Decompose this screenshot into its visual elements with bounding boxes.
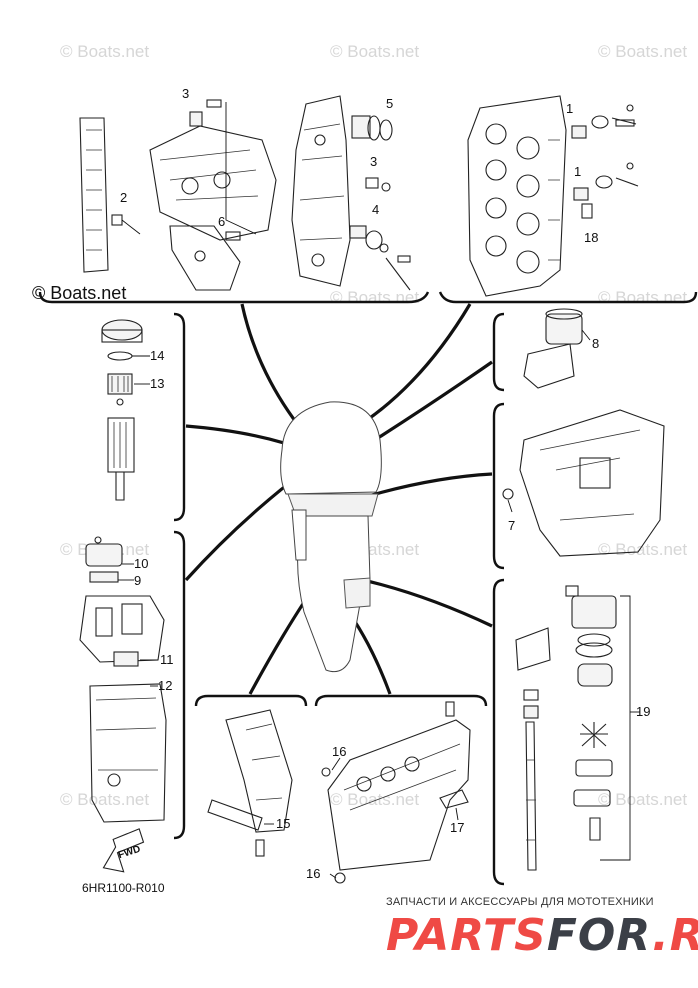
callout-11: 11 (160, 652, 174, 667)
shop-banner: ЗАПЧАСТИ И АКСЕССУАРЫ ДЛЯ МОТОТЕХНИКИ PA… (386, 896, 698, 961)
watermark: © Boats.net (60, 42, 149, 61)
callout-3: 3 (370, 154, 377, 169)
callout-1: 1 (566, 101, 573, 116)
callout-1: 1 (574, 164, 581, 179)
water-pump-group (515, 585, 640, 871)
callout-5: 5 (386, 96, 393, 111)
callout-10: 10 (134, 556, 148, 571)
callout-12: 12 (158, 678, 172, 693)
callout-9: 9 (134, 573, 141, 588)
callout-14: 14 (150, 348, 164, 363)
callout-13: 13 (150, 376, 164, 391)
filter-frame (173, 312, 186, 522)
callout-18: 18 (584, 230, 598, 245)
vapor-separator-group (79, 536, 167, 823)
cylinder-block-group (467, 95, 639, 297)
top-left-frame (38, 291, 430, 304)
callout-layer: 1 1 2 3 3 4 5 6 7 8 9 10 11 12 13 14 15 … (120, 86, 650, 881)
callout-2: 2 (120, 190, 127, 205)
callout-16: 16 (332, 744, 346, 759)
vst-frame (173, 530, 186, 840)
watermark-dark: © Boats.net (32, 283, 126, 303)
oilfilter-frame (492, 312, 505, 392)
watermark: © Boats.net (330, 790, 419, 809)
callout-3: 3 (182, 86, 189, 101)
diagram-code: 6HR1100-R010 (82, 881, 165, 895)
callout-4: 4 (372, 202, 379, 217)
watermark: © Boats.net (330, 288, 419, 307)
callout-8: 8 (592, 336, 599, 351)
watermark: © Boats.net (598, 540, 687, 559)
watermark: © Boats.net (598, 288, 687, 307)
cylinder-head-group (79, 99, 277, 291)
top-right-frame (438, 291, 698, 304)
fuel-filter-group (101, 319, 150, 501)
watermark: © Boats.net (598, 42, 687, 61)
waterpump-frame (492, 578, 505, 886)
outboard-motor (280, 401, 382, 673)
callout-15: 15 (276, 816, 290, 831)
shop-tagline: ЗАПЧАСТИ И АКСЕССУАРЫ ДЛЯ МОТОТЕХНИКИ (386, 896, 654, 908)
watermark: © Boats.net (598, 790, 687, 809)
callout-19: 19 (636, 704, 650, 719)
section-frames (38, 291, 698, 886)
lower-unit-group (321, 701, 471, 884)
callout-16: 16 (306, 866, 320, 881)
bracket-group (207, 709, 293, 857)
callout-7: 7 (508, 518, 515, 533)
callout-17: 17 (450, 820, 464, 835)
oil-filter-group (523, 308, 591, 389)
thermostat-group (291, 95, 411, 291)
watermark: © Boats.net (330, 42, 419, 61)
shop-brand-logo: PARTSFOR.RU (386, 910, 698, 961)
lowercase-frame (314, 694, 488, 707)
fwd-label: FWD (117, 844, 142, 862)
bracket-frame (194, 694, 308, 707)
oil-pan-group (502, 409, 665, 557)
oilpan-frame (492, 402, 505, 570)
callout-6: 6 (218, 214, 225, 229)
watermark: © Boats.net (60, 790, 149, 809)
fwd-arrow: FWD (102, 828, 145, 873)
